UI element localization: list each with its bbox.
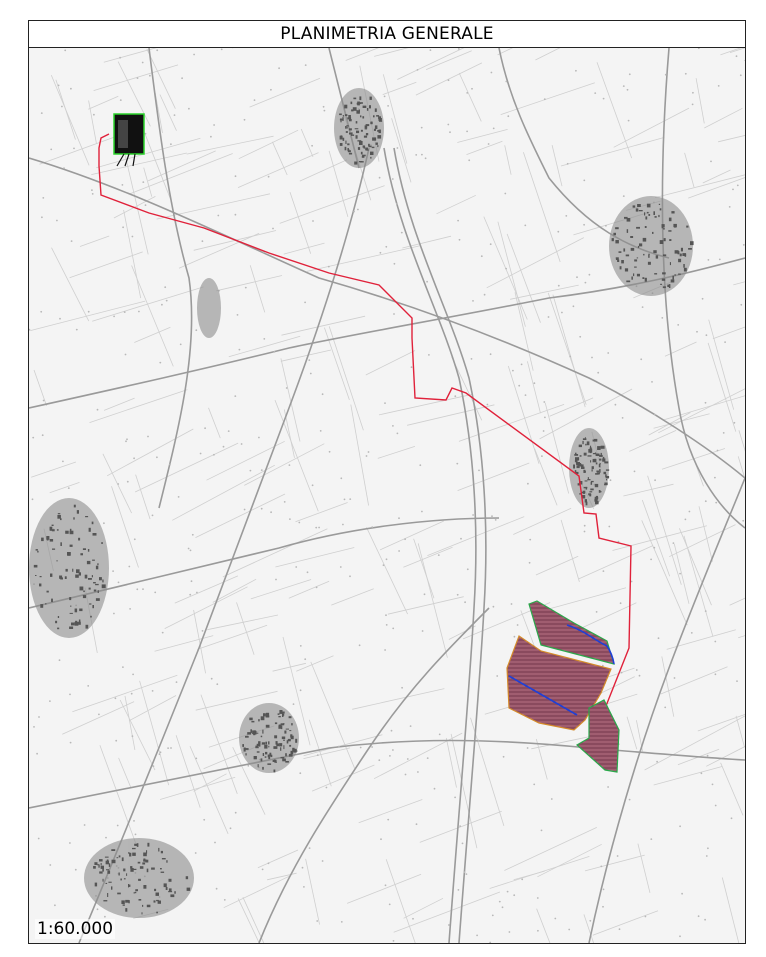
- urban-area-southwest: [84, 838, 194, 918]
- solar-site-channel-north: [566, 624, 615, 665]
- urban-area-center: [239, 703, 299, 773]
- scale-label: 1:60.000: [35, 919, 116, 939]
- urban-area-northwest: [197, 278, 221, 338]
- map-background: [29, 48, 745, 943]
- field-markers: [29, 48, 745, 943]
- map-frame: PLANIMETRIA GENERALE: [28, 20, 746, 944]
- solar-site-channel-main: [508, 675, 578, 716]
- road-network: [29, 48, 745, 943]
- solar-array-icon[interactable]: [506, 600, 620, 773]
- urban-area-northeast: [609, 196, 693, 296]
- map-canvas[interactable]: 1:60.000: [29, 48, 745, 943]
- urban-detail: [33, 96, 694, 915]
- map-title: PLANIMETRIA GENERALE: [29, 21, 745, 48]
- cable-route[interactable]: [98, 133, 632, 717]
- solar-site-south-block: [575, 699, 620, 773]
- urban-area-west: [29, 498, 109, 638]
- solar-site-north-block: [528, 600, 615, 665]
- solar-site-main-block: [506, 635, 612, 731]
- substation-icon[interactable]: [113, 113, 145, 167]
- map-svg: [29, 48, 745, 943]
- field-parcels: [30, 48, 745, 943]
